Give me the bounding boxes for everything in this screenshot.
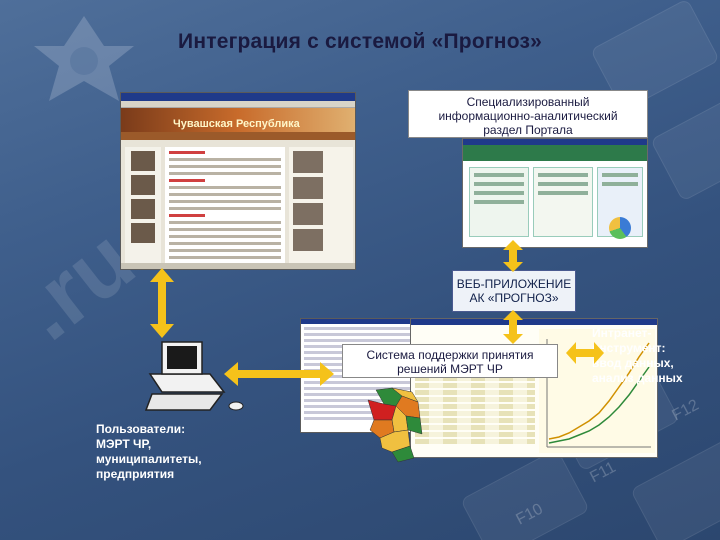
- arrow-web-dss-icon: [503, 310, 523, 344]
- region-map-icon: [367, 387, 423, 463]
- arrow-computer-dss-icon: [224, 362, 334, 386]
- emblem-icon: [34, 16, 134, 101]
- web-app-label: ВЕБ-ПРИЛОЖЕНИЕ АК «ПРОГНОЗ»: [452, 270, 576, 312]
- intranet-label-line-3: ввод данных,: [592, 356, 674, 370]
- web-app-label-line-1: ВЕБ-ПРИЛОЖЕНИЕ: [456, 277, 572, 291]
- arrow-dss-intranet-icon: [566, 342, 604, 364]
- portal-label-line-1: Специализированный: [466, 95, 590, 109]
- intranet-label: Интранет- инструмент: ввод данных, анали…: [592, 326, 712, 386]
- portal-label-line-3: раздел Портала: [483, 123, 573, 137]
- key-label-f11: F11: [587, 458, 619, 487]
- portal-section-label: Специализированный информационно-аналити…: [408, 90, 648, 138]
- portal-banner: Чувашская Республика: [121, 108, 355, 132]
- intranet-label-line-2: инструмент:: [592, 341, 666, 355]
- users-label-line-2: МЭРТ ЧР,: [96, 437, 152, 451]
- users-label-line-1: Пользователи:: [96, 422, 186, 436]
- arrow-portal-web-icon: [503, 240, 523, 272]
- web-app-label-line-2: АК «ПРОГНОЗ»: [469, 291, 559, 305]
- dss-label-line-2: решений МЭРТ ЧР: [397, 362, 503, 376]
- dss-label-line-1: Система поддержки принятия: [366, 348, 534, 362]
- portal-screenshot: Чувашская Республика: [120, 92, 356, 270]
- portal-label-line-2: информационно-аналитический: [438, 109, 618, 123]
- page-title: Интеграция с системой «Прогноз»: [178, 30, 542, 53]
- intranet-label-line-1: Интранет-: [592, 326, 652, 340]
- users-label: Пользователи: МЭРТ ЧР, муниципалитеты, п…: [96, 422, 266, 482]
- users-label-line-4: предприятия: [96, 467, 175, 481]
- key-label-f10: F10: [513, 500, 546, 529]
- arrow-portal-computer-icon: [150, 268, 174, 338]
- portal-section-screenshot: [462, 138, 648, 248]
- users-label-line-3: муниципалитеты,: [96, 452, 202, 466]
- growth-chart-icon: [539, 329, 655, 453]
- key-label-f12: F12: [669, 396, 702, 425]
- dss-label: Система поддержки принятия решений МЭРТ …: [342, 344, 558, 378]
- intranet-label-line-4: анализ данных: [592, 371, 683, 385]
- computer-icon: [144, 341, 244, 411]
